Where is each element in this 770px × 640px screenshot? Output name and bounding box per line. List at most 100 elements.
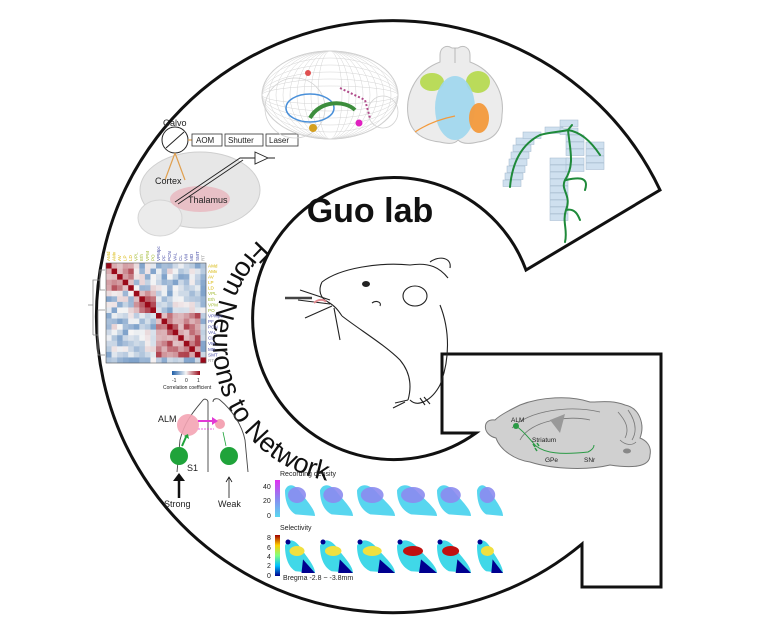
heatmap-col-label: SMT	[195, 251, 200, 261]
selectivity-low-region	[377, 559, 395, 573]
heatmap-cell	[150, 274, 157, 280]
selectivity-low-dot	[397, 539, 403, 545]
heatmap-cell	[161, 263, 168, 269]
heatmap-cell	[167, 357, 173, 364]
heatmap-cell	[183, 263, 190, 269]
heatmap-cell	[144, 301, 151, 308]
selectivity-low-region	[419, 559, 437, 573]
heatmap-cell	[111, 279, 118, 286]
heatmap-cell	[189, 346, 196, 353]
heatmap-cell	[128, 346, 134, 353]
dorsal-orange-axon	[414, 115, 456, 133]
heatmap-row-label: RT	[208, 358, 214, 363]
heatmap-cell	[156, 346, 162, 353]
heatmap-cell	[122, 318, 129, 325]
heatmap-cell	[139, 346, 146, 353]
bregma-label: Bregma -2.8 ~ -3.8mm	[283, 575, 353, 582]
heatmap-cell	[144, 340, 151, 347]
heatmap-cell	[183, 274, 190, 280]
striatum-label: Striatum	[532, 437, 556, 444]
density-hotspot	[401, 487, 425, 503]
density-tick-40: 40	[263, 484, 271, 491]
heatmap-cell	[156, 329, 162, 336]
selectivity-low-dot	[437, 539, 443, 545]
selectivity-hotspot	[324, 546, 342, 556]
heatmap-cell	[144, 279, 151, 286]
heatmap-cell	[194, 335, 201, 341]
heatmap-cell	[150, 318, 157, 325]
heatmap-cell	[172, 351, 179, 358]
thalamus-label: Thalamus	[188, 195, 228, 205]
projection-multi	[339, 87, 371, 119]
heatmap-cell	[122, 307, 129, 314]
sel-tick-0: 0	[267, 573, 271, 580]
heatmap-cell	[144, 307, 151, 314]
heatmap-cell	[156, 357, 162, 364]
heatmap-cell	[172, 335, 179, 341]
heatmap-cell	[189, 335, 196, 341]
heatmap-cell	[194, 346, 201, 353]
heatmap-cell	[133, 290, 140, 297]
heatmap-cell	[172, 290, 179, 297]
heatmap-cell	[200, 307, 207, 314]
heatmap-row-label: LP	[208, 280, 214, 285]
heatmap-cell	[156, 263, 162, 269]
aom-label: AOM	[196, 136, 215, 145]
heatmap-cell	[139, 296, 146, 303]
heatmap-cell	[183, 335, 190, 341]
dendrogram	[88, 269, 105, 356]
heatmap-cell	[133, 318, 140, 325]
heatmap-cell	[128, 301, 134, 308]
heatmap-cell	[150, 268, 157, 275]
heatmap-cell	[161, 301, 168, 308]
heatmap-cell	[189, 329, 196, 336]
heatmap-cell	[167, 274, 173, 280]
heatmap-cell	[128, 335, 134, 341]
heatmap-cell	[122, 279, 129, 286]
heatmap-cell	[111, 301, 118, 308]
heatmap-cell	[106, 296, 112, 303]
selectivity-low-dot	[357, 539, 363, 545]
alm-left-node	[177, 414, 199, 436]
aom-box	[191, 133, 223, 147]
heatmap-cell	[117, 279, 123, 286]
heatmap-cell	[150, 335, 157, 341]
heatmap-cell	[156, 313, 162, 319]
s1-alm-strong-arrow	[181, 436, 187, 447]
heatmap-cell	[172, 285, 179, 291]
sagittal-alm-label: ALM	[511, 417, 524, 424]
heatmap-row-label: SMT	[208, 352, 218, 357]
heatmap-cell	[122, 329, 129, 336]
heatmap-cell	[122, 268, 129, 275]
pathway-line	[515, 425, 595, 454]
heatmap-cell	[178, 340, 184, 347]
selectivity-low-region	[301, 559, 315, 573]
optogenetics-panel: Galvo AOM Shutter Laser Cortex Thalamus	[137, 118, 299, 237]
heatmap-row-label: LD	[208, 286, 215, 291]
heatmap-cell	[194, 340, 201, 347]
heatmap-col-label: VPMpc	[156, 245, 161, 261]
heatmap-cell	[133, 268, 140, 275]
heatmap-cell	[194, 313, 201, 319]
heatmap-col-label: AMv	[111, 251, 116, 261]
heatmap-cell	[117, 346, 123, 353]
heatmap-cell	[172, 301, 179, 308]
heatmap-cell	[117, 357, 123, 364]
heatmap-cell	[178, 357, 184, 364]
heatmap-cell	[122, 301, 129, 308]
reconstruction-block	[565, 141, 585, 149]
heatmap-cell	[178, 263, 184, 269]
heatmap-cell	[189, 290, 196, 297]
sagittal-brain	[484, 397, 651, 469]
correlation-matrix-panel: AMdAMvAVLPLDVPLEthVPMPOVPMpcPFPCNVALCLVM…	[88, 245, 224, 391]
heatmap-cell	[183, 318, 190, 325]
reconstruction-block	[549, 178, 569, 186]
snr-label: SNr	[584, 457, 596, 464]
heatmap-cell	[178, 307, 184, 314]
reconstruction-block	[504, 172, 524, 180]
dorsal-orange	[469, 103, 489, 133]
heatmap-cell	[178, 268, 184, 275]
heatmap-cell	[106, 290, 112, 297]
heatmap-cell	[167, 301, 173, 308]
heatmap-cell	[183, 290, 190, 297]
